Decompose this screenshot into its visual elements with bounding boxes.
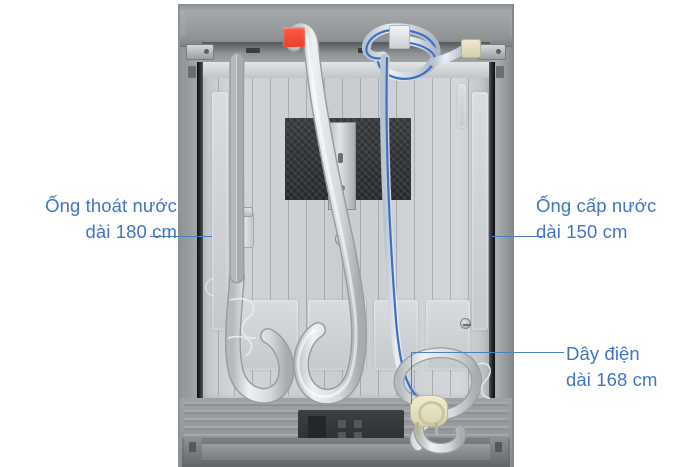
tub-corrugation xyxy=(378,78,379,396)
screw-icon xyxy=(460,318,471,329)
power-cord-leader-line-vertical xyxy=(411,352,413,404)
tub-corrugation xyxy=(396,78,397,396)
drain-hose-label: Ống thoát nước dài 180 cm xyxy=(2,193,177,245)
side-vent-left xyxy=(188,66,196,78)
tub-corrugation xyxy=(432,78,433,396)
inlet-hose-leader-line xyxy=(492,236,542,238)
hose-overlay xyxy=(205,21,491,454)
power-plug xyxy=(410,395,448,435)
cabinet-gap-left xyxy=(197,62,203,398)
water-inlet-connector xyxy=(461,39,481,58)
tub-corrugation xyxy=(414,78,415,396)
recess-slot xyxy=(246,48,260,53)
compartment-port xyxy=(338,432,346,440)
tub-embossing xyxy=(472,92,488,330)
tub-corrugation xyxy=(360,78,361,396)
compartment-block xyxy=(308,416,326,440)
tub-corrugation xyxy=(324,78,325,396)
power-cord-label: Dây điện dài 168 cm xyxy=(566,341,698,393)
tub-corrugation xyxy=(450,78,451,396)
plug-ring xyxy=(418,401,445,426)
bracket-slot xyxy=(338,153,343,163)
cabinet-top-lid xyxy=(180,4,512,47)
drain-hose-label-line1: Ống thoát nước xyxy=(45,195,177,216)
compartment-port xyxy=(338,420,346,428)
adjustable-foot-right xyxy=(490,437,508,463)
plug-pin xyxy=(435,422,438,435)
side-vent-right xyxy=(496,66,504,78)
white-hose-clip xyxy=(389,25,410,49)
inlet-hose-label-line1: Ống cấp nước xyxy=(536,195,657,216)
red-hose-clip xyxy=(283,27,305,47)
drain-hose-label-line2: dài 180 cm xyxy=(85,221,177,242)
plug-pin xyxy=(416,422,419,435)
mounting-bracket-left xyxy=(186,44,214,60)
compartment-port xyxy=(354,432,362,440)
foot-marking xyxy=(495,442,502,452)
power-cord-label-line2: dài 168 cm xyxy=(566,369,658,390)
foot-marking xyxy=(189,442,196,452)
power-cord-leader-line-horizontal xyxy=(412,352,564,354)
inlet-hose xyxy=(361,23,471,405)
drain-hose xyxy=(224,21,368,405)
screw-hole xyxy=(204,49,209,54)
base-rib xyxy=(184,402,508,406)
drain-hose-leader-line xyxy=(150,236,212,238)
lid-face xyxy=(186,10,510,40)
adjustable-foot-left xyxy=(184,437,202,463)
power-cord-label-line1: Dây điện xyxy=(566,343,640,364)
tub-corrugation xyxy=(270,78,271,396)
tub-corrugation xyxy=(306,78,307,396)
screw-hole xyxy=(496,49,501,54)
tub-embossing xyxy=(212,92,228,330)
inlet-hose-label-line2: dài 150 cm xyxy=(536,221,628,242)
compartment-port xyxy=(354,420,362,428)
tub-corrugation xyxy=(468,78,469,396)
tub-corrugation xyxy=(288,78,289,396)
inlet-hose-label: Ống cấp nước dài 150 cm xyxy=(536,193,698,245)
tub-embossing xyxy=(458,84,466,128)
cabinet-gap-right xyxy=(489,62,495,398)
hose-ties xyxy=(205,277,257,357)
dishwasher-rear-photo xyxy=(178,0,514,467)
